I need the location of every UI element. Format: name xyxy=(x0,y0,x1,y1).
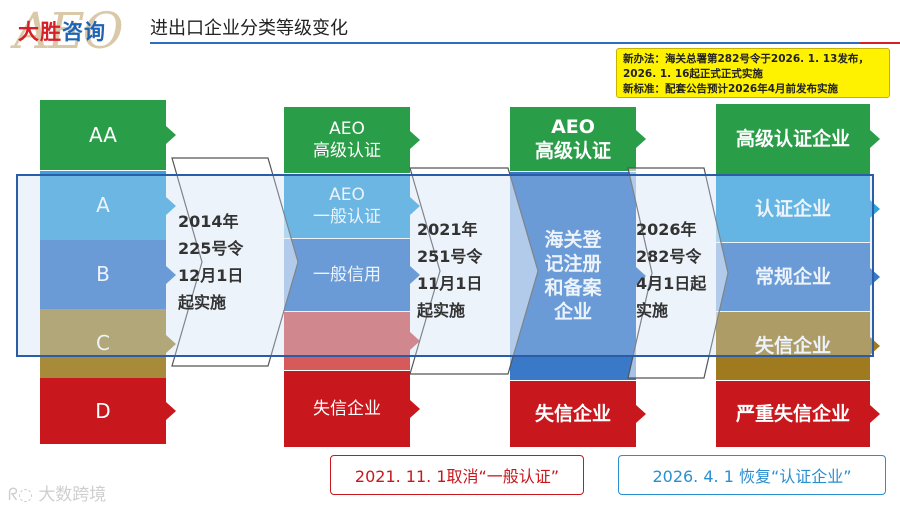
title-underline-accent xyxy=(860,42,900,44)
logo-brand: 大胜咨询 xyxy=(18,16,106,46)
logo-brand-blue: 咨询 xyxy=(62,20,106,44)
col2-tier-5: 失信企业 xyxy=(284,371,410,447)
col4-tier-3: 常规企业 xyxy=(716,243,870,311)
col1-tier-3: B xyxy=(40,240,166,309)
col4-tier-5: 严重失信企业 xyxy=(716,381,870,447)
col4-tier-5-arrow xyxy=(870,405,880,423)
col2-tier-4 xyxy=(284,312,410,370)
col1-tier-2: A xyxy=(40,171,166,240)
col1-tier-4: C xyxy=(40,309,166,378)
col4-tier-3-arrow xyxy=(870,268,880,286)
col4-tier-2: 认证企业 xyxy=(716,175,870,242)
col1-tier-4-arrow xyxy=(166,334,176,353)
col1-tier-2-arrow xyxy=(166,196,176,215)
col3-tier-1: AEO 高级认证 xyxy=(510,107,636,171)
notice-line-1: 新办法：海关总署第282号令于2026. 1. 13发布， xyxy=(623,53,869,65)
col4-tier-1: 高级认证企业 xyxy=(716,104,870,174)
col2-tier-1: AEO 高级认证 xyxy=(284,107,410,173)
title-underline xyxy=(150,42,900,44)
col3-tier-1-arrow xyxy=(636,130,646,148)
col1-tier-3-arrow xyxy=(166,265,176,284)
transition-label-1: 2014年 225号令 12月1日 起实施 xyxy=(178,212,244,312)
logo-aeo-mark: AEO xyxy=(14,2,124,60)
notice-line-3: 新标准：配套公告预计2026年4月前发布实施 xyxy=(623,83,839,95)
col2-tier-3: 一般信用 xyxy=(284,239,410,311)
col1-tier-1: AA xyxy=(40,100,166,170)
col3-tier-3: 失信企业 xyxy=(510,381,636,447)
col2-tier-2: AEO 一般认证 xyxy=(284,174,410,238)
transition-label-3: 2026年 282号令 4月1日起 实施 xyxy=(636,220,707,320)
col4-tier-2-arrow xyxy=(870,199,880,218)
col1-tier-5: D xyxy=(40,378,166,444)
logo-brand-red: 大胜 xyxy=(18,20,62,44)
col2-tier-1-arrow xyxy=(410,131,420,149)
middle-tier-highlight xyxy=(16,174,874,357)
watermark-text: 大数跨境 xyxy=(38,485,107,505)
note-cancel-general-cert: 2021. 11. 1取消“一般认证” xyxy=(330,455,584,495)
col1-tier-1-arrow xyxy=(166,126,176,144)
transition-label-2: 2021年 251号令 11月1日 起实施 xyxy=(417,220,483,320)
note-restore-text: 2026. 4. 1 恢复“认证企业” xyxy=(652,467,852,486)
notice-box: 新办法：海关总署第282号令于2026. 1. 13发布， 2026. 1. 1… xyxy=(616,48,890,98)
col3-tier-3-arrow xyxy=(636,405,646,423)
col4-tier-1-arrow xyxy=(870,130,880,148)
col2-tier-5-arrow xyxy=(410,400,420,418)
page-title: 进出口企业分类等级变化 xyxy=(150,18,348,39)
col4-tier-4-arrow xyxy=(870,337,880,355)
note-restore-cert: 2026. 4. 1 恢复“认证企业” xyxy=(618,455,886,495)
watermark: ᖇ◌ 大数跨境 xyxy=(8,480,106,505)
col1-tier-5-arrow xyxy=(166,402,176,420)
note-cancel-text: 2021. 11. 1取消“一般认证” xyxy=(354,467,560,486)
notice-line-2: 2026. 1. 16起正式正式实施 xyxy=(623,68,763,80)
watermark-icon: ᖇ◌ xyxy=(8,485,33,505)
col4-tier-4: 失信企业 xyxy=(716,312,870,380)
